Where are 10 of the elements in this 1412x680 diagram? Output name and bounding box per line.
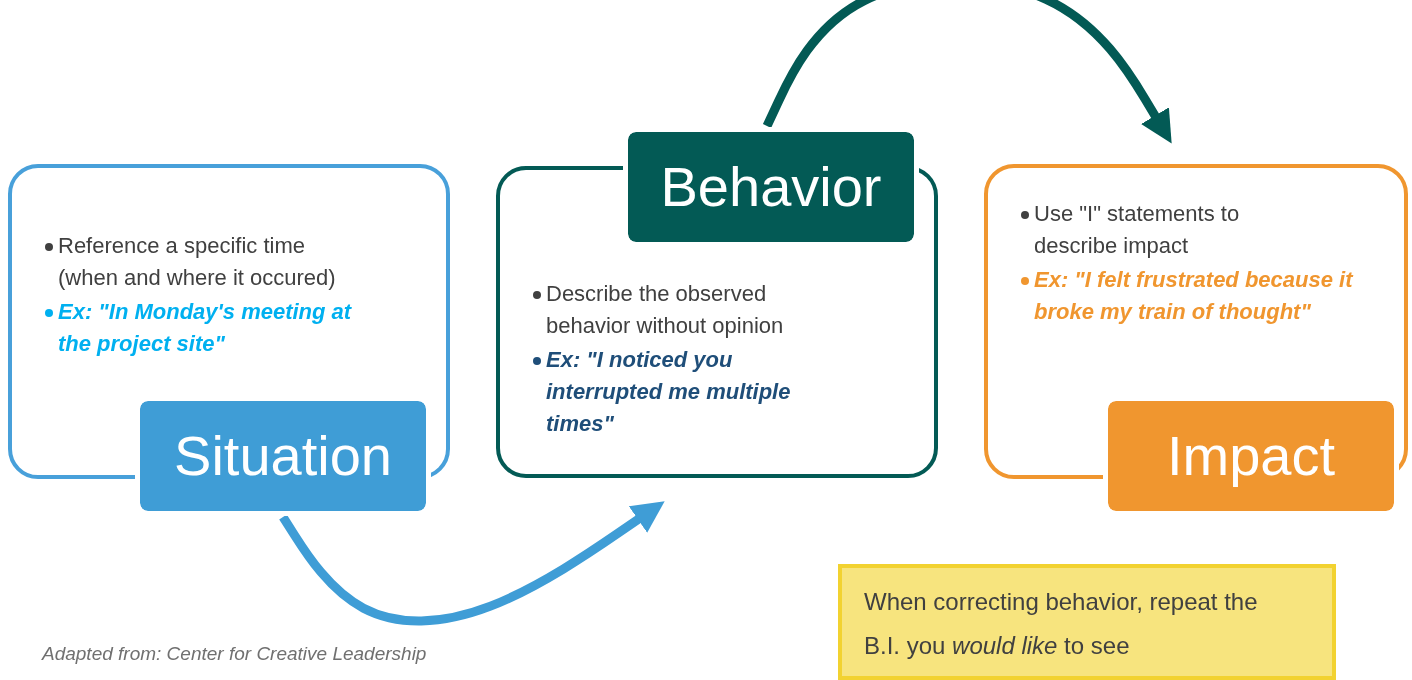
bullet-text: Reference a specific time (when and where it occured) xyxy=(58,232,337,292)
curved-arrow xyxy=(762,0,1172,144)
example-quote: Ex: "In Monday's meeting at the project site" xyxy=(58,298,353,358)
note-text: When correcting behavior, repeat the B.I. you would like to see xyxy=(838,564,1336,680)
caption: Adapted from: Center for Creative Leadership xyxy=(42,643,427,665)
bullet-text: Describe the observed behavior without opinion xyxy=(546,280,785,340)
example-quote: Ex: "I felt frustrated because it broke my train of thought" xyxy=(1034,266,1354,326)
curved-arrow xyxy=(279,501,665,626)
bullet-text: Use "I" statements to describe impact xyxy=(1034,200,1241,260)
example-quote: Ex: "I noticed you interrupted me multiple times" xyxy=(546,346,792,438)
